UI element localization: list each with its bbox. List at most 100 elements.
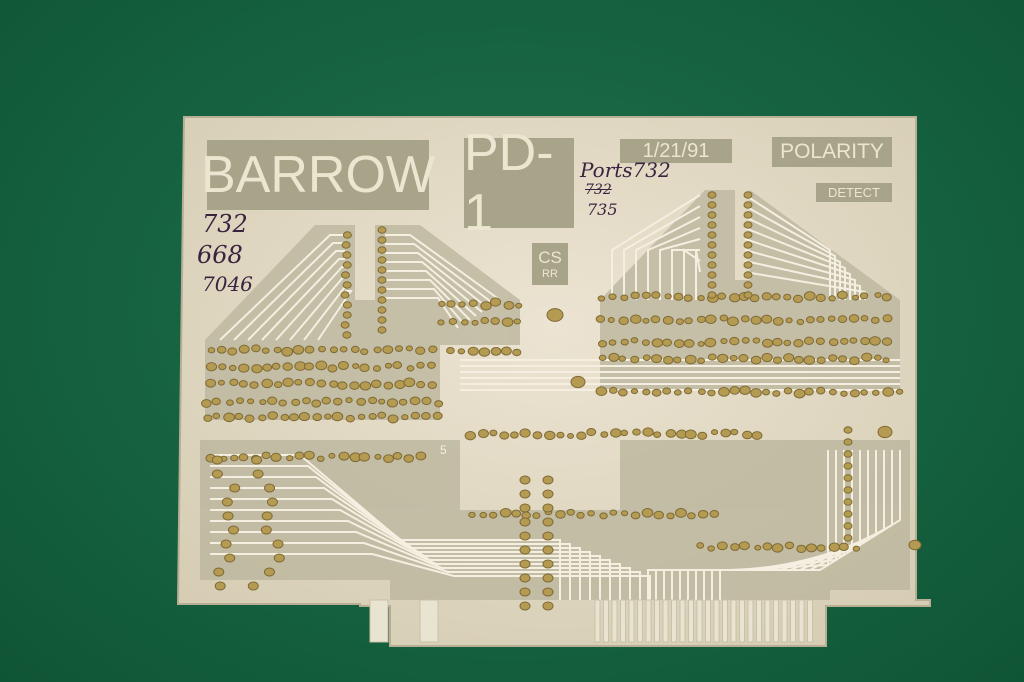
solder-joint	[803, 355, 816, 365]
solder-joint	[460, 319, 469, 326]
solder-joint	[377, 276, 387, 284]
solder-joint	[697, 357, 705, 364]
solder-joint	[697, 509, 709, 519]
solder-joint	[860, 389, 868, 396]
solder-joint	[359, 363, 370, 373]
solder-joint	[205, 362, 218, 372]
solder-joint	[542, 517, 554, 527]
solder-joint	[373, 346, 382, 354]
solder-joint	[843, 474, 853, 482]
solder-joint	[608, 339, 617, 346]
connector-finger	[594, 599, 601, 643]
solder-joint	[707, 389, 716, 397]
solder-joint	[597, 295, 606, 302]
solder-joint	[805, 543, 817, 553]
solder-joint	[229, 378, 239, 387]
solder-joint	[480, 301, 492, 311]
solder-joint	[289, 413, 299, 422]
solder-joint	[261, 347, 270, 354]
solder-joint	[542, 489, 554, 499]
solder-joint	[262, 363, 273, 372]
solder-joint	[544, 430, 556, 441]
brand-label: BARROW	[201, 140, 435, 210]
solder-joint	[620, 429, 629, 437]
solder-joint	[707, 221, 717, 229]
solder-joint	[772, 337, 783, 347]
connector-finger	[713, 599, 720, 643]
solder-joint	[490, 347, 502, 356]
solder-joint	[345, 397, 353, 404]
solder-joint	[761, 352, 773, 363]
trace	[385, 234, 501, 301]
solder-joint	[793, 388, 806, 399]
solder-joint	[468, 299, 478, 307]
solder-joint	[743, 261, 753, 269]
solder-joint	[771, 293, 781, 301]
solder-joint	[273, 553, 285, 563]
solder-joint	[342, 251, 352, 259]
solder-joint	[532, 512, 541, 519]
solder-joint	[329, 380, 339, 388]
solder-joint	[729, 386, 741, 395]
solder-joint	[228, 525, 240, 535]
solder-joint	[318, 345, 326, 353]
solder-joint	[238, 344, 250, 354]
solder-joint	[321, 396, 331, 405]
solder-joint	[739, 385, 751, 395]
solder-joint	[783, 339, 792, 347]
solder-joint	[298, 412, 310, 422]
solder-joint	[273, 346, 282, 354]
solder-joint	[837, 355, 848, 363]
solder-joint	[251, 455, 263, 465]
solder-joint	[546, 308, 564, 322]
trace	[635, 216, 701, 300]
date-label: 1/21/91	[620, 139, 732, 163]
solder-joint	[861, 352, 873, 362]
connector-finger	[730, 599, 737, 643]
solder-joint	[261, 378, 274, 389]
solder-joint	[743, 191, 753, 199]
solder-joint	[816, 356, 826, 365]
solder-joint	[377, 296, 387, 304]
solder-joint	[762, 542, 773, 551]
solder-joint	[641, 339, 650, 346]
solder-joint	[843, 462, 853, 470]
connector-finger	[603, 599, 609, 643]
solder-joint	[750, 355, 762, 365]
solder-joint	[762, 338, 774, 348]
solder-joint	[238, 363, 250, 373]
solder-joint	[377, 246, 387, 254]
solder-joint	[342, 331, 352, 339]
trace	[671, 249, 700, 300]
solder-joint	[345, 414, 355, 423]
solder-joint	[291, 398, 301, 407]
trace	[744, 194, 831, 300]
solder-joint	[410, 411, 421, 420]
solder-joint	[729, 293, 741, 303]
solder-joint	[707, 251, 717, 259]
solder-joint	[599, 512, 608, 520]
solder-joint	[437, 319, 445, 326]
solder-joint	[303, 450, 315, 460]
solder-joint	[874, 354, 882, 361]
cs-rr-label: CS RR	[532, 243, 568, 285]
trace	[385, 270, 477, 317]
solder-joint	[555, 510, 566, 519]
solder-joint	[489, 297, 502, 307]
solder-joint	[384, 362, 393, 369]
solder-joint	[213, 567, 225, 577]
connector-finger	[781, 599, 788, 643]
connector-finger	[611, 599, 618, 643]
rr-text: RR	[542, 268, 558, 280]
copper-planes	[200, 190, 910, 600]
solder-joint	[684, 429, 697, 440]
solder-joint	[304, 345, 315, 354]
solder-joint	[586, 427, 597, 437]
solder-joint	[510, 431, 519, 439]
connector-finger	[628, 599, 635, 643]
solder-joint	[653, 431, 662, 438]
trace	[647, 227, 701, 300]
trace	[623, 205, 701, 300]
trace	[385, 243, 495, 305]
solder-joint	[438, 300, 446, 308]
